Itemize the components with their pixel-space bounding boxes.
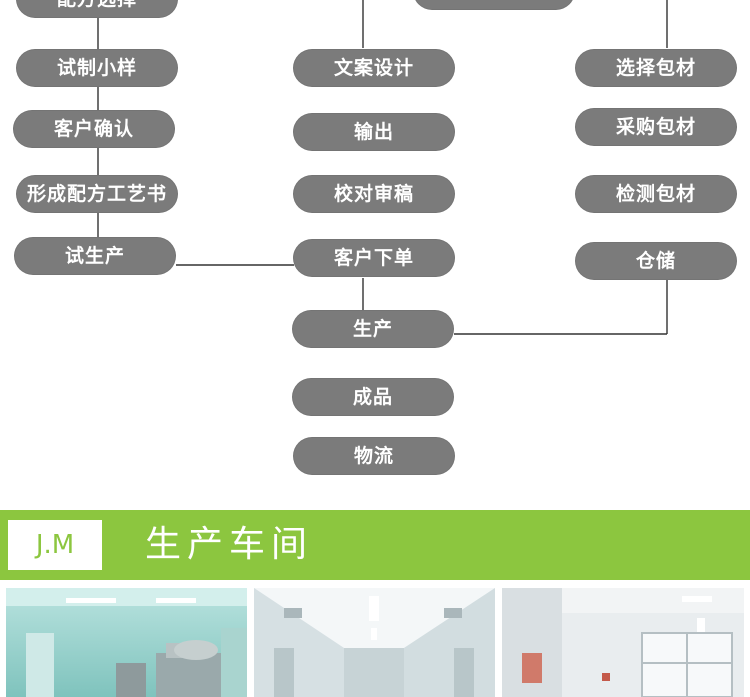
flow-step-trial-sample: 试制小样 [16, 49, 178, 87]
flow-step-output: 输出 [293, 113, 455, 151]
photo-cleanroom-window [502, 588, 744, 697]
banner-logo: J.M [8, 520, 102, 570]
section-banner: J.M 生产车间 [0, 510, 750, 580]
flow-step-storage: 仓储 [575, 242, 737, 280]
flow-step-copy-design: 文案设计 [293, 49, 455, 87]
flow-step-logistics: 物流 [293, 437, 455, 475]
photo-production-equipment [6, 588, 247, 697]
flow-step-proofreading: 校对审稿 [293, 175, 455, 213]
flow-step-trial-production: 试生产 [14, 237, 176, 275]
flow-step-formula-process-book: 形成配方工艺书 [16, 175, 178, 213]
photo-cleanroom-corridor [254, 588, 495, 697]
banner-title: 生产车间 [145, 524, 314, 565]
flow-step-finished-product: 成品 [292, 378, 454, 416]
flow-step-customer-order: 客户下单 [293, 239, 455, 277]
flow-step-inspect-packaging: 检测包材 [575, 175, 737, 213]
flow-step-production: 生产 [292, 310, 454, 348]
flow-step-select-packaging: 选择包材 [575, 49, 737, 87]
process-flowchart: 配方选择 试制小样 客户确认 形成配方工艺书 试生产 文案设计 输出 校对审稿 … [13, 0, 737, 475]
flow-step-formula-selection: 配方选择 [16, 0, 178, 18]
flow-step-purchase-packaging: 采购包材 [575, 108, 737, 146]
flow-step-top-partial [413, 0, 575, 10]
flow-step-customer-confirm: 客户确认 [13, 110, 175, 148]
